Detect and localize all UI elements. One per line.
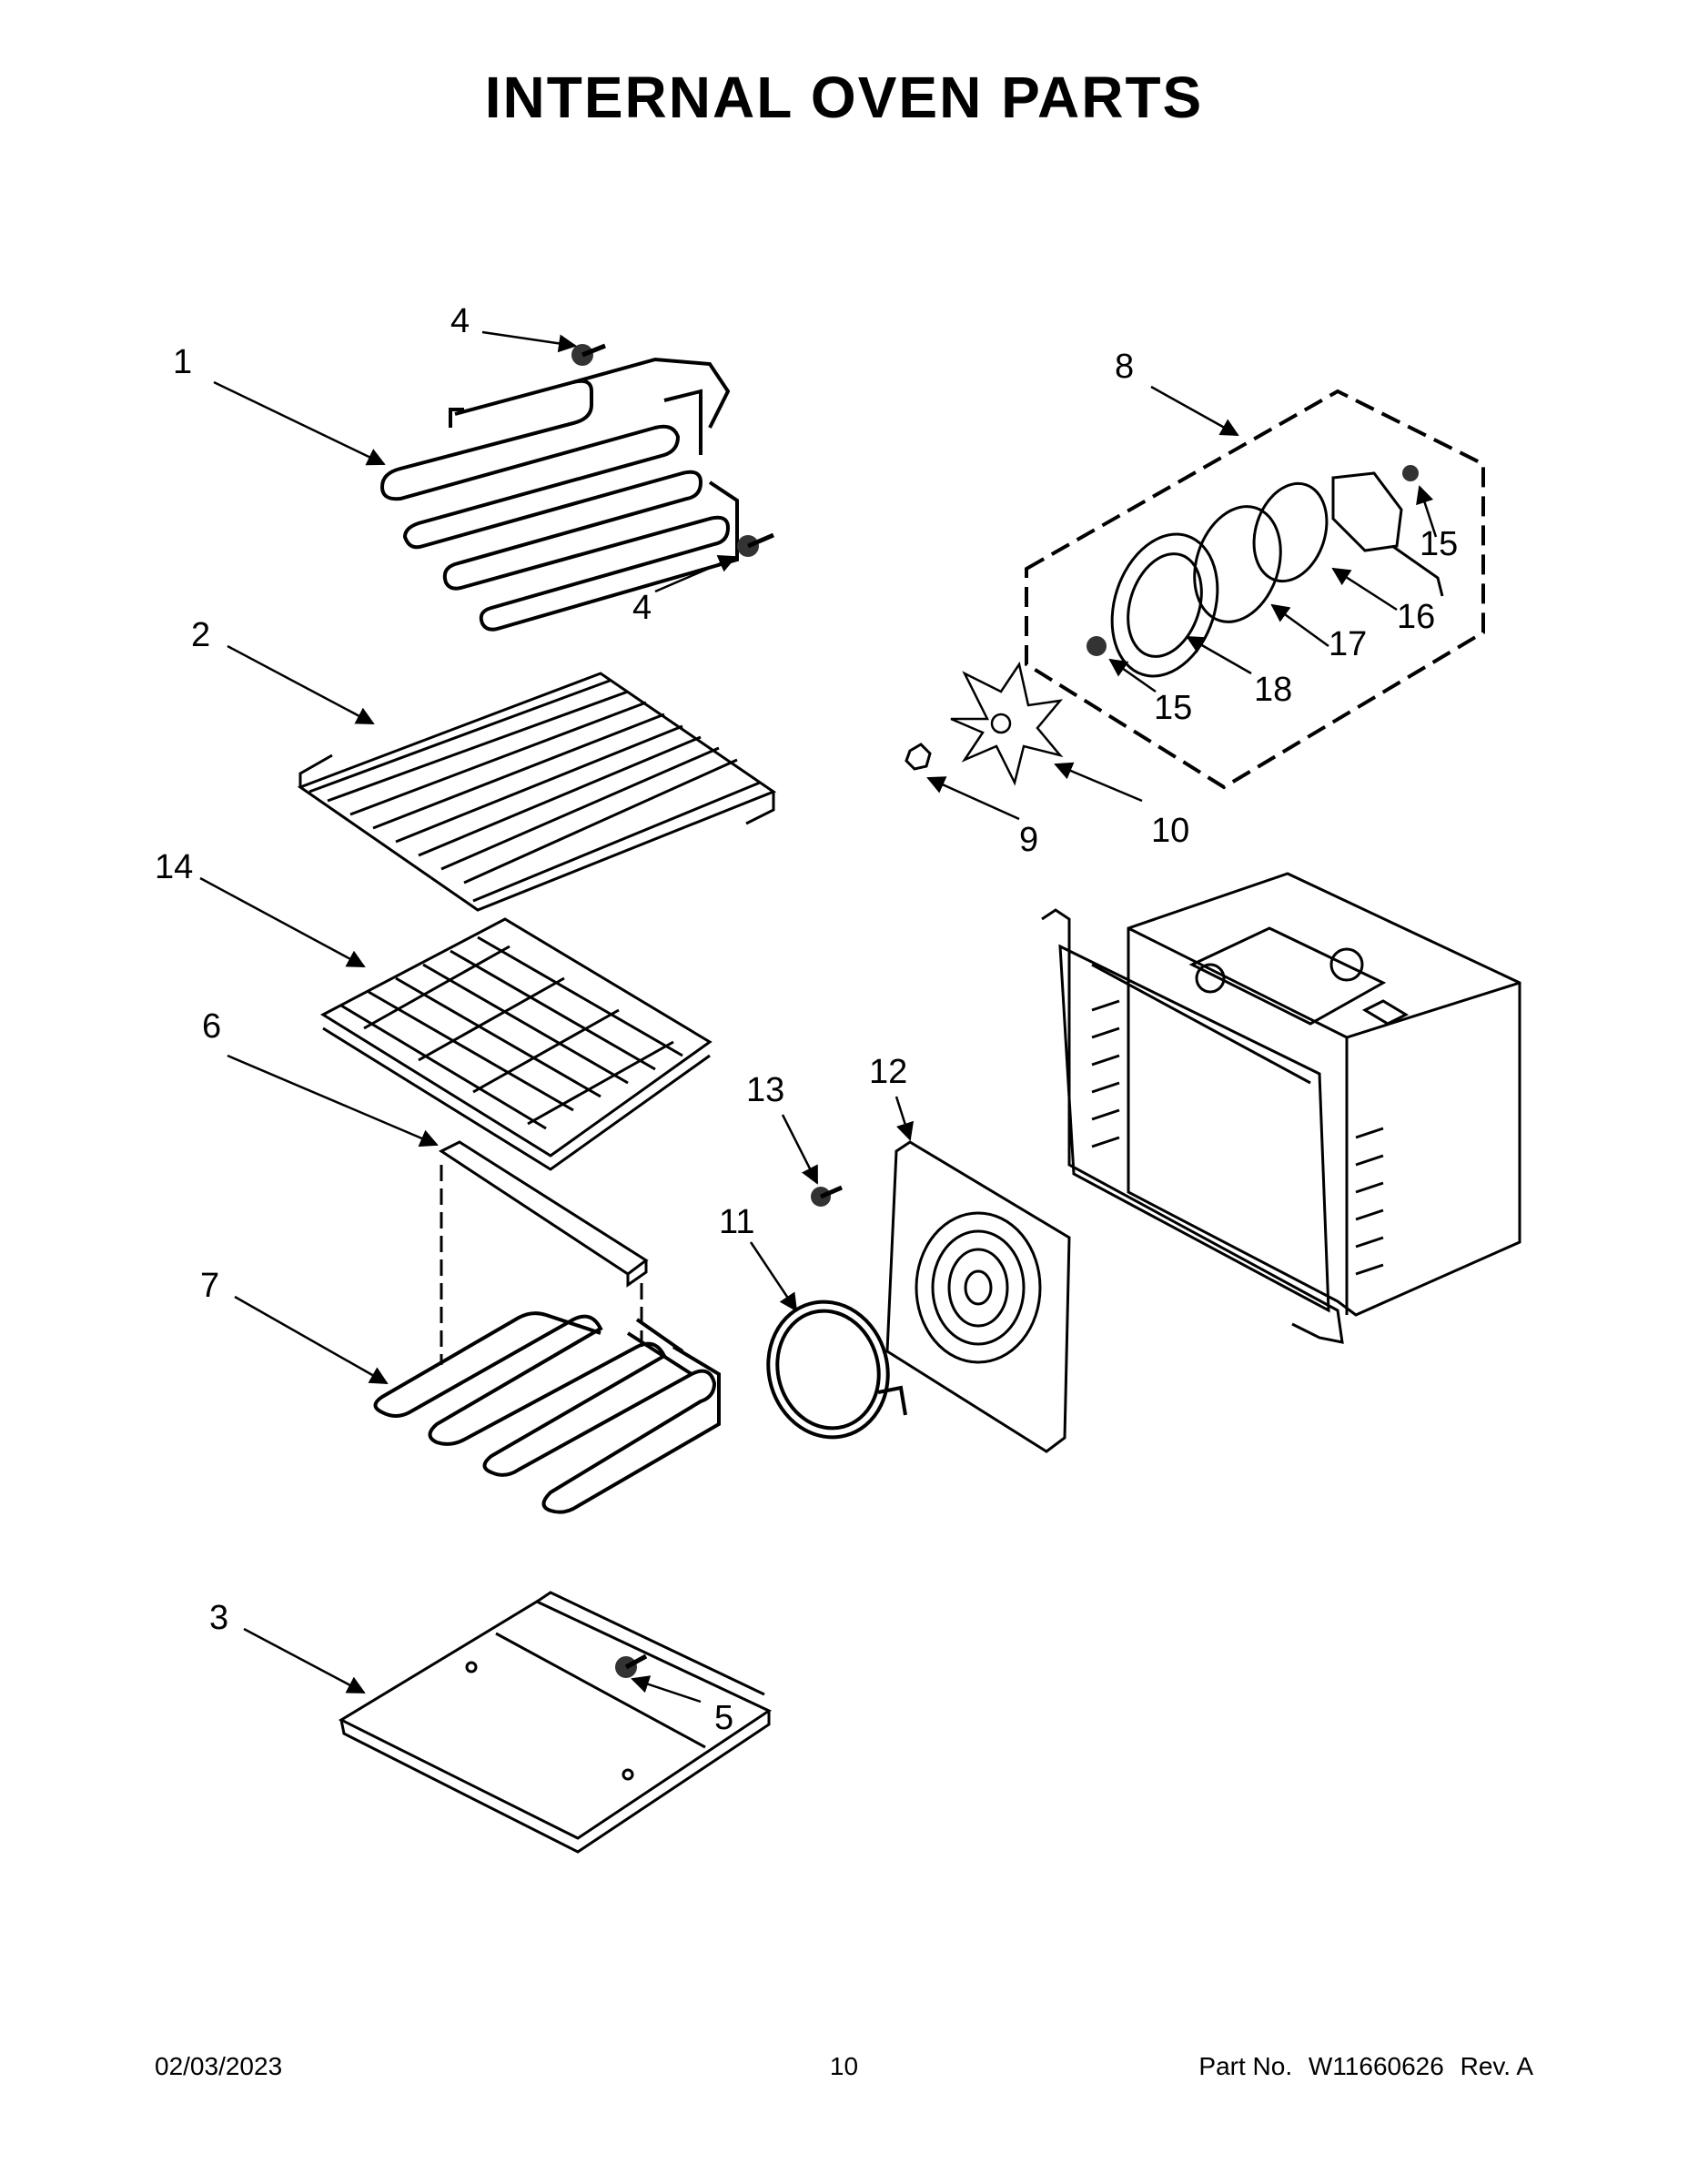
callout-2: 2 — [191, 616, 210, 654]
part-number: W11660626 — [1308, 2052, 1444, 2080]
callout-7: 7 — [200, 1267, 219, 1305]
screw-4-upper — [571, 343, 606, 366]
convection-fan-blade — [950, 661, 1064, 786]
callout-16: 16 — [1397, 598, 1435, 636]
broil-element — [379, 357, 739, 632]
revision: Rev. A — [1460, 2052, 1533, 2080]
convection-fan-cover — [885, 1140, 1071, 1453]
callout-4-lower: 4 — [632, 589, 652, 627]
callout-1: 1 — [173, 343, 192, 381]
callout-12: 12 — [869, 1053, 907, 1091]
callout-labels: 1 4 4 2 14 6 7 3 5 8 15 16 17 18 15 10 9… — [155, 302, 1458, 1737]
callout-9: 9 — [1019, 821, 1038, 859]
convection-element — [766, 1299, 907, 1440]
callout-15-lower: 15 — [1154, 689, 1192, 727]
screw-13 — [811, 1185, 843, 1207]
callout-15-upper: 15 — [1420, 525, 1458, 563]
callout-13: 13 — [746, 1071, 784, 1109]
page-title: INTERNAL OVEN PARTS — [484, 65, 1204, 130]
callout-4-upper: 4 — [450, 302, 470, 340]
convection-fan-assembly — [1110, 471, 1444, 678]
callout-10: 10 — [1151, 812, 1189, 850]
callout-5: 5 — [714, 1699, 733, 1737]
screw-15-upper — [1402, 465, 1419, 481]
part-label: Part No. — [1198, 2052, 1293, 2080]
callout-17: 17 — [1329, 625, 1367, 663]
convection-fan-assembly-outline — [1025, 389, 1485, 790]
screw-5 — [615, 1653, 648, 1678]
oven-cavity — [1041, 872, 1521, 1344]
screw-4-lower — [737, 532, 774, 557]
screw-15-lower — [1087, 636, 1107, 656]
bake-element-shield — [439, 1140, 649, 1365]
callout-11: 11 — [719, 1203, 754, 1241]
footer-date: 02/03/2023 — [155, 2052, 283, 2080]
oven-bottom-panel — [338, 1591, 773, 1854]
callout-arrows — [199, 330, 1438, 1704]
callout-14: 14 — [155, 848, 193, 886]
callout-6: 6 — [202, 1007, 221, 1046]
callout-3: 3 — [209, 1599, 228, 1637]
footer-part-number: Part No. W11660626 Rev. A — [1189, 2052, 1533, 2081]
fan-nut — [905, 743, 932, 771]
roller-rack — [319, 917, 713, 1171]
callout-8: 8 — [1115, 348, 1134, 386]
oven-rack — [297, 672, 777, 912]
bake-element — [373, 1311, 721, 1514]
callout-18: 18 — [1254, 671, 1292, 709]
footer-page-number: 10 — [829, 2052, 859, 2080]
